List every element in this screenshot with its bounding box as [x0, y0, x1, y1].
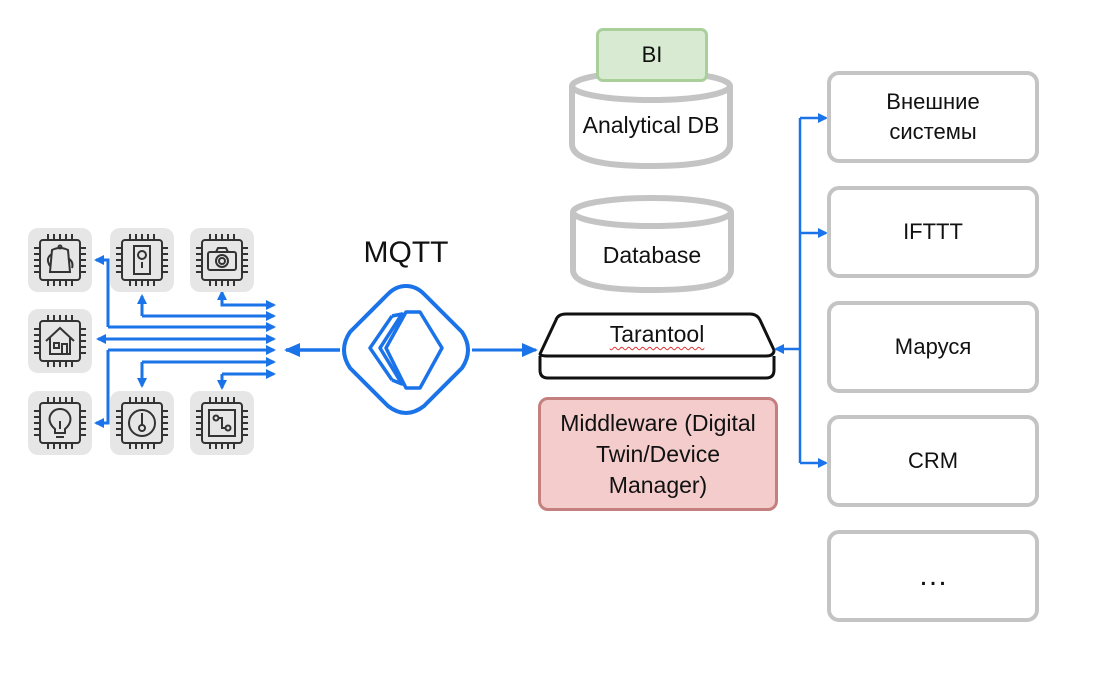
circuit-board-chip-icon	[196, 397, 248, 449]
tarantool-label: Tarantool	[609, 321, 705, 347]
camera-chip-icon	[196, 234, 248, 286]
device-home	[28, 309, 92, 373]
middleware-box: Middleware (Digital Twin/Device Manager)	[538, 397, 778, 511]
thermometer-chip-icon	[116, 397, 168, 449]
arrow-to-kettle	[94, 255, 110, 327]
system-more-label: …	[918, 558, 948, 592]
bi-box: BI	[596, 28, 708, 82]
light-bulb-chip-icon	[34, 397, 86, 449]
system-external-line-2: системы	[889, 119, 977, 144]
house-chip-icon	[34, 315, 86, 367]
system-crm: CRM	[827, 415, 1039, 507]
database-label: Database	[602, 242, 702, 268]
middleware-line-3: Manager)	[608, 472, 708, 498]
mqtt-diamond-layers-icon	[342, 284, 470, 415]
system-ifttt: IFTTT	[827, 186, 1039, 278]
system-marusya: Маруся	[827, 301, 1039, 393]
middleware-line-1: Middleware (Digital	[560, 410, 756, 436]
system-crm-label: CRM	[907, 448, 959, 474]
device-routing-lines	[94, 255, 276, 428]
system-more: …	[827, 530, 1039, 622]
line-camera	[220, 300, 276, 310]
analytical-db-label: Analytical DB	[582, 112, 720, 138]
middleware-line-2: Twin/Device	[596, 441, 720, 467]
systems-bus	[774, 113, 828, 468]
bi-label: BI	[641, 42, 663, 67]
device-kettle	[28, 228, 92, 292]
device-thermometer	[110, 391, 174, 455]
system-marusya-label: Маруся	[894, 334, 972, 360]
system-external: Внешние системы	[827, 71, 1039, 163]
device-camera	[190, 228, 254, 292]
mqtt-label: MQTT	[363, 236, 449, 269]
tarantool-shape	[538, 312, 776, 380]
system-external-line-1: Внешние	[886, 89, 980, 115]
door-lock-chip-icon	[116, 234, 168, 286]
arrow-to-bulb	[94, 350, 110, 428]
device-door-lock	[110, 228, 174, 292]
database-cylinder	[570, 195, 734, 294]
device-light-bulb	[28, 391, 92, 455]
system-ifttt-label: IFTTT	[903, 219, 963, 245]
device-circuit-board	[190, 391, 254, 455]
kettle-chip-icon	[34, 234, 86, 286]
